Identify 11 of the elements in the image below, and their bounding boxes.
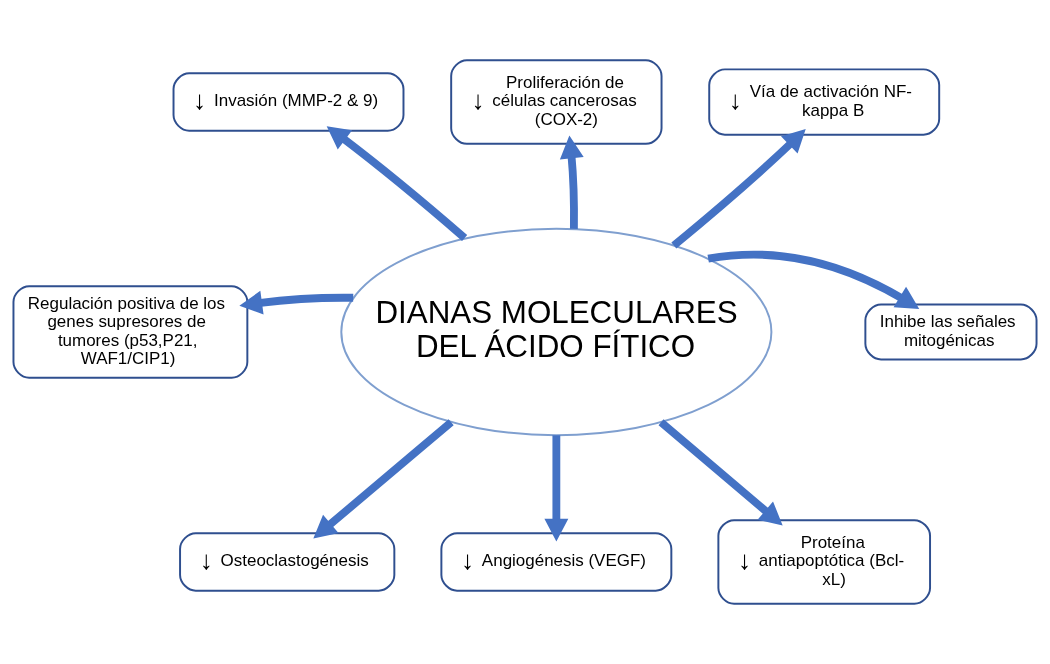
node-box: Regulación positiva de los genes supresores de tumores (p53,P21, WAF1/CIP1) bbox=[12, 285, 249, 379]
node-box: ↓ Angiogénesis (VEGF) bbox=[440, 532, 673, 592]
node-ellipse: DIANAS MOLECULARES DEL ÁCIDO FÍTICO bbox=[340, 227, 773, 437]
arrow bbox=[313, 419, 454, 539]
node-box: Inhibe las señales mitogénicas bbox=[864, 303, 1038, 361]
node-box: ↓ Invasión (MMP-2 & 9) bbox=[172, 72, 405, 132]
arrow bbox=[671, 129, 806, 249]
arrow bbox=[326, 126, 468, 242]
node-box: ↓ Osteoclastogénesis bbox=[179, 532, 396, 592]
arrow bbox=[707, 250, 920, 309]
arrow bbox=[658, 419, 783, 526]
